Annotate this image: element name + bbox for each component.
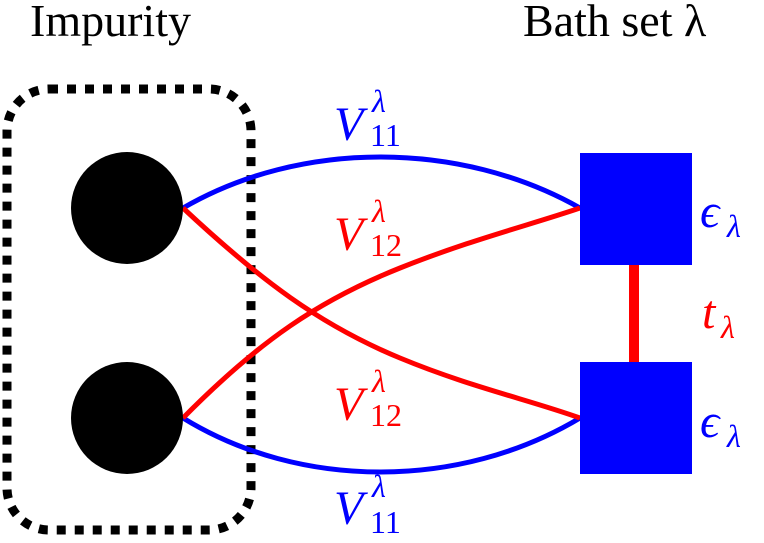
label-v11-top-sub: 11 bbox=[370, 117, 401, 153]
label-eps-bottom-main: ϵ bbox=[700, 395, 721, 448]
label-v11-bottom-sup: λ bbox=[371, 468, 386, 504]
label-v11-bottom: V λ 11 bbox=[334, 468, 401, 540]
label-v12-top: V λ 12 bbox=[334, 193, 402, 263]
label-t: t λ bbox=[702, 286, 735, 345]
coupling-v11-bottom bbox=[181, 415, 582, 475]
label-v12-bottom-main: V bbox=[334, 378, 368, 431]
label-v12-top-main: V bbox=[334, 208, 368, 261]
label-eps-top: ϵ λ bbox=[700, 185, 741, 244]
coupling-v12-bottom-to-top bbox=[181, 205, 581, 420]
label-v11-top: V λ 11 bbox=[334, 83, 401, 153]
coupling-v11-top bbox=[181, 154, 582, 211]
impurity-site-2 bbox=[71, 362, 183, 474]
impurity-site-1 bbox=[71, 152, 183, 264]
bath-set-title: Bath set λ bbox=[523, 0, 707, 46]
label-eps-bottom-sub: λ bbox=[726, 418, 741, 454]
label-v12-top-sup: λ bbox=[371, 193, 386, 229]
label-v12-bottom-sup: λ bbox=[371, 363, 386, 399]
label-v12-bottom-sub: 12 bbox=[370, 397, 402, 433]
bath-site-1 bbox=[580, 153, 692, 265]
label-v12-bottom: V λ 12 bbox=[334, 363, 402, 433]
label-v11-bottom-main: V bbox=[334, 482, 368, 535]
label-v11-bottom-sub: 11 bbox=[370, 504, 401, 540]
label-v12-top-sub: 12 bbox=[370, 227, 402, 263]
label-eps-top-main: ϵ bbox=[700, 185, 721, 238]
coupling-v12-top-to-bottom bbox=[181, 206, 581, 421]
label-eps-top-sub: λ bbox=[726, 208, 741, 244]
label-v11-top-sup: λ bbox=[371, 83, 386, 119]
impurity-box bbox=[2, 84, 256, 535]
impurity-title: Impurity bbox=[30, 0, 191, 46]
label-eps-bottom: ϵ λ bbox=[700, 395, 741, 454]
bath-site-2 bbox=[580, 362, 692, 474]
label-t-sub: λ bbox=[720, 309, 735, 345]
label-v11-top-main: V bbox=[334, 98, 368, 151]
label-t-main: t bbox=[702, 286, 717, 339]
